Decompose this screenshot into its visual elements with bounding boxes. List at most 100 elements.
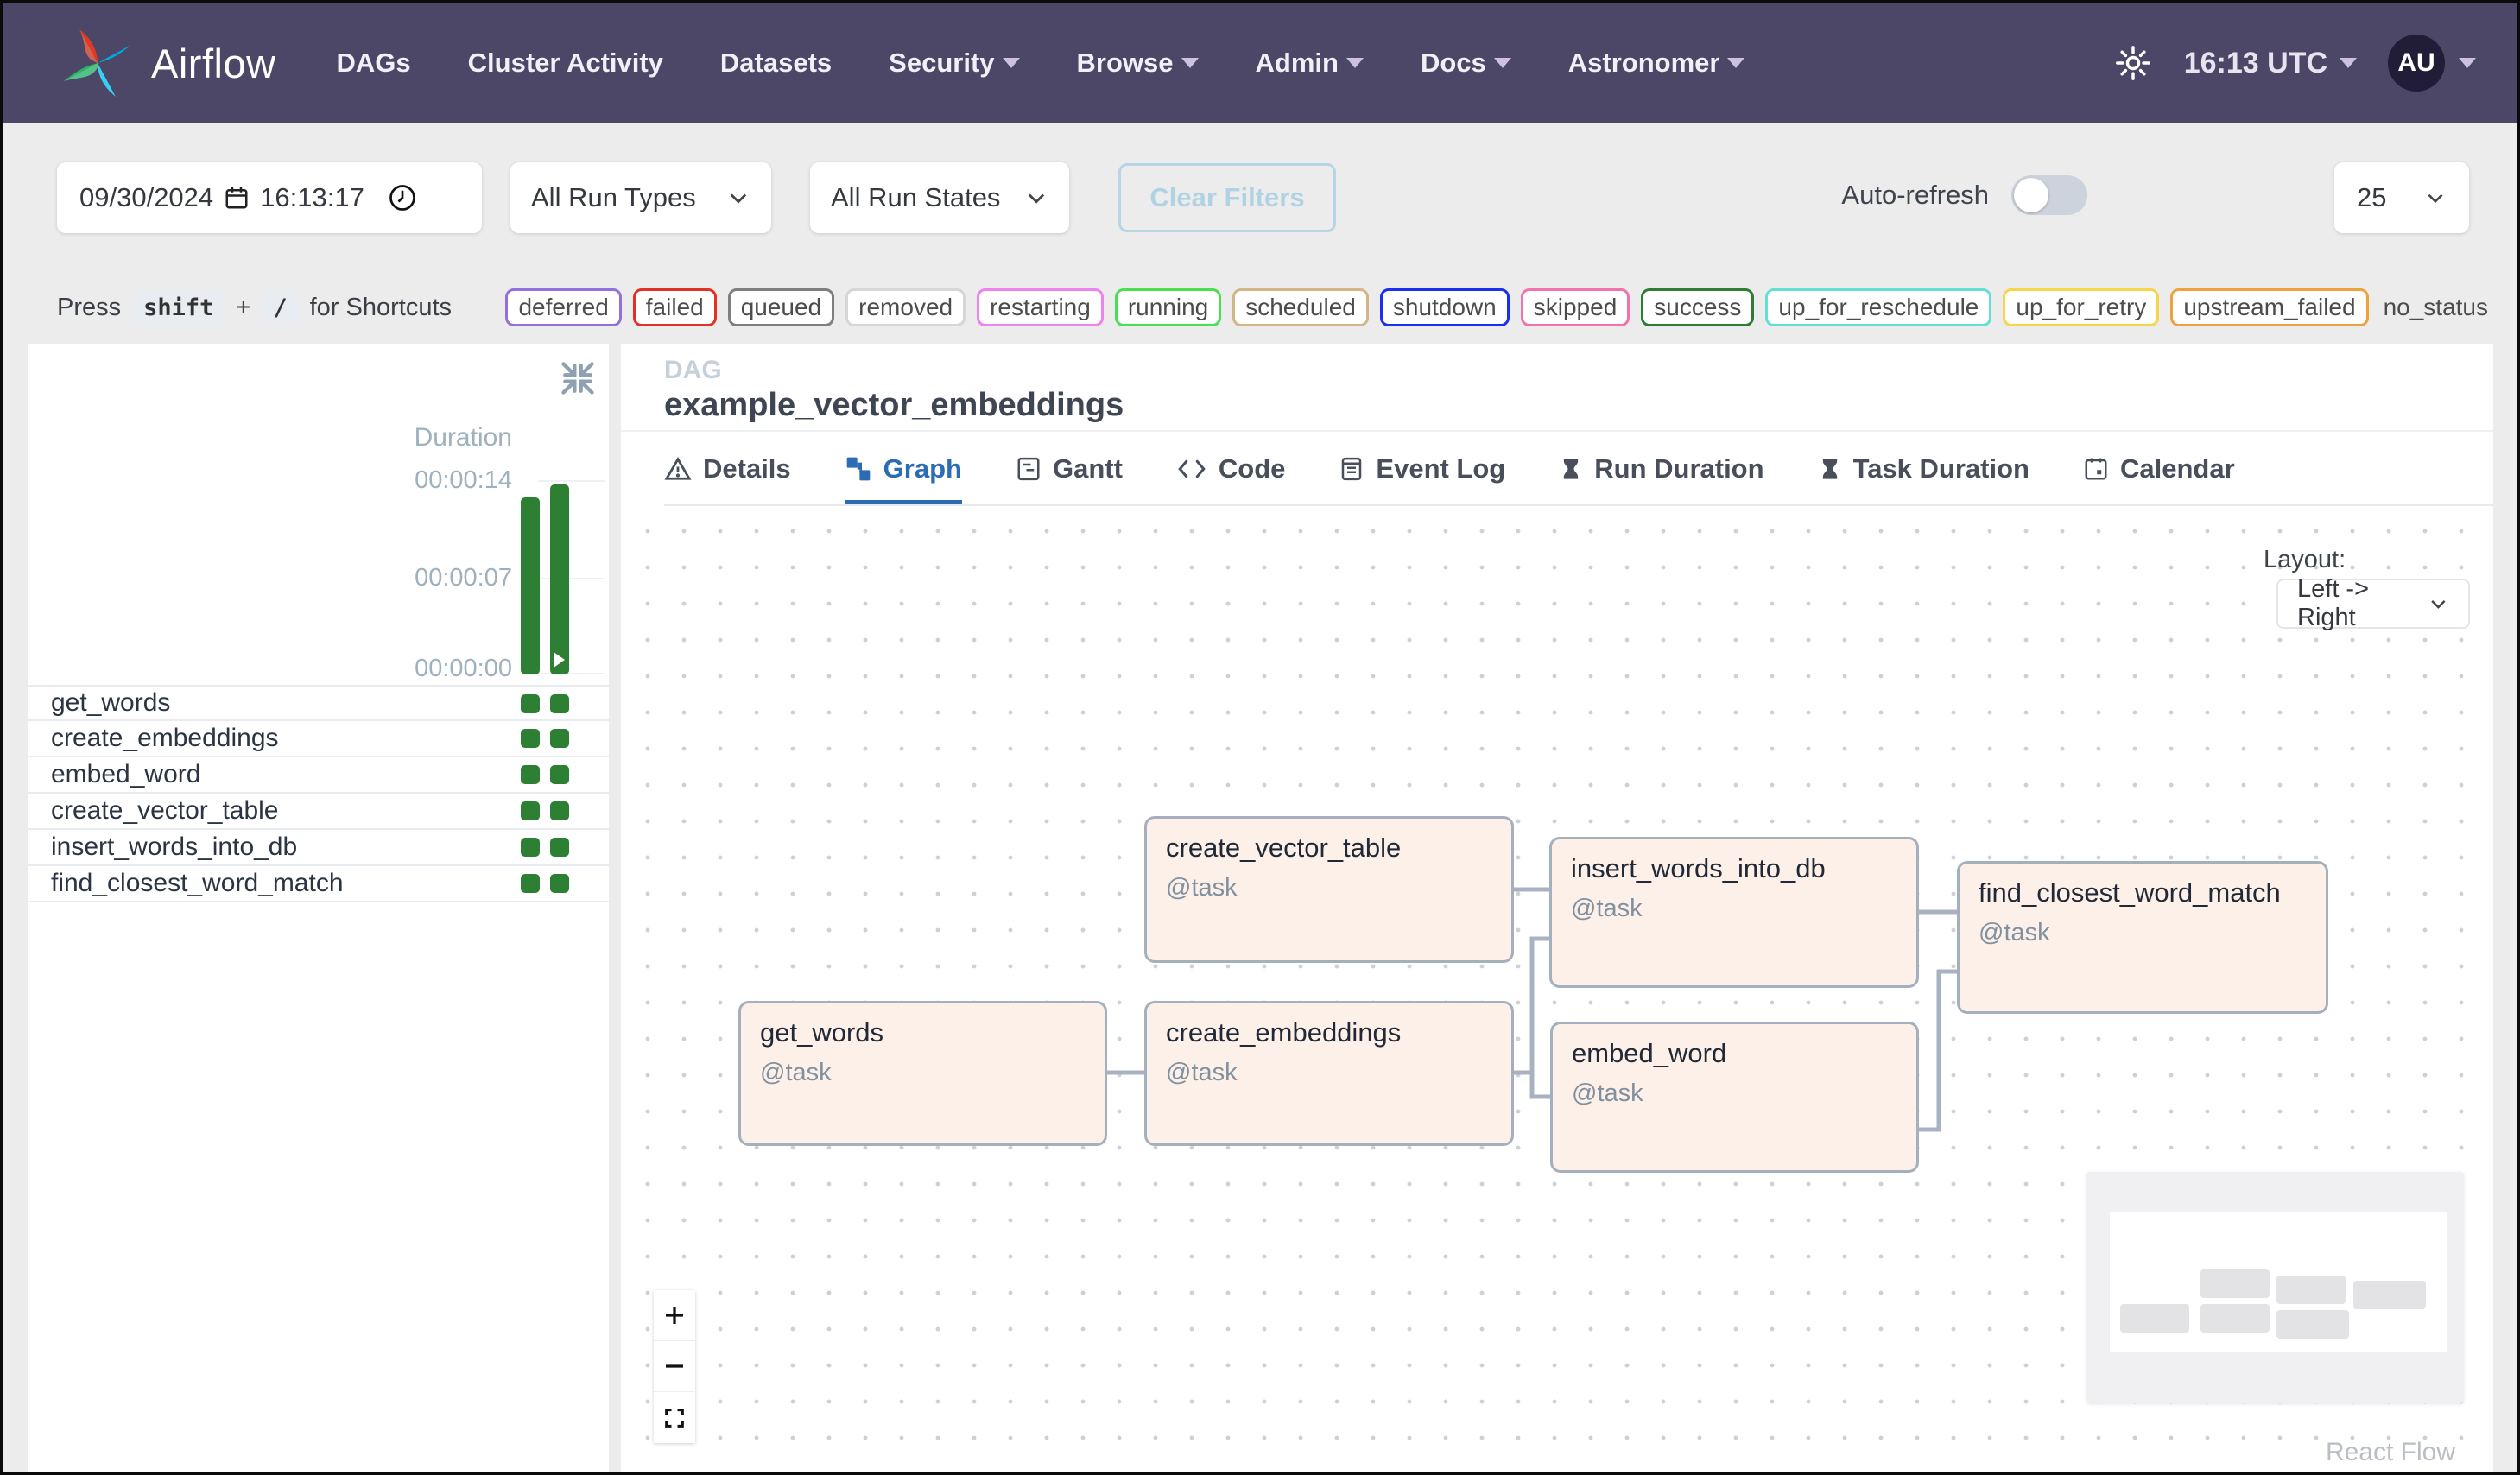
status-badge[interactable]: queued — [727, 288, 835, 326]
chevron-down-icon — [1345, 58, 1364, 68]
layout-select[interactable]: Left -> Right — [2276, 575, 2470, 631]
status-badge[interactable]: success — [1641, 288, 1755, 326]
brand[interactable]: Airflow — [56, 22, 276, 104]
tab-gantt[interactable]: Gantt — [1016, 437, 1123, 504]
dag-run-bar[interactable] — [550, 484, 569, 674]
calendar-icon — [225, 187, 248, 209]
gridline — [538, 673, 605, 674]
status-badge[interactable]: deferred — [505, 288, 622, 326]
tab-code[interactable]: Code — [1176, 437, 1285, 504]
status-badge[interactable]: upstream_failed — [2170, 288, 2369, 326]
dag-run-bar[interactable] — [521, 497, 540, 674]
nav-item-docs[interactable]: Docs — [1421, 47, 1511, 79]
base-date-input[interactable]: 09/30/2024 16:13:17 — [57, 162, 482, 233]
task-row[interactable]: insert_words_into_db — [28, 830, 609, 866]
task-instance-success[interactable] — [550, 694, 569, 713]
react-flow-attribution[interactable]: React Flow — [2325, 1438, 2455, 1466]
task-instance-success[interactable] — [550, 874, 569, 893]
graph-canvas[interactable]: Layout: Left -> Right create_vector_tabl… — [621, 508, 2493, 1472]
task-row[interactable]: find_closest_word_match — [28, 866, 609, 902]
date-value[interactable]: 09/30/2024 — [79, 182, 214, 212]
status-badge[interactable]: up_for_reschedule — [1765, 288, 1992, 326]
tab-details[interactable]: Details — [664, 437, 791, 504]
node-title: insert_words_into_db — [1571, 853, 1826, 883]
tab-event-log[interactable]: Event Log — [1339, 437, 1505, 504]
status-badge[interactable]: scheduled — [1232, 288, 1369, 326]
dag-node[interactable]: embed_word @task — [1550, 1022, 1919, 1173]
duration-axis-title: Duration — [414, 423, 512, 452]
nav-item-astronomer[interactable]: Astronomer — [1568, 47, 1745, 79]
clock-dropdown[interactable]: 16:13 UTC — [2184, 47, 2357, 80]
status-badge[interactable]: restarting — [977, 288, 1104, 326]
task-name[interactable]: insert_words_into_db — [51, 832, 298, 861]
nav-item-cluster-activity[interactable]: Cluster Activity — [467, 47, 663, 78]
task-name[interactable]: create_embeddings — [51, 724, 279, 752]
task-row[interactable]: create_embeddings — [28, 721, 609, 757]
task-row[interactable]: get_words — [28, 685, 609, 721]
status-badge[interactable]: up_for_retry — [2003, 288, 2160, 326]
task-name[interactable]: get_words — [51, 688, 171, 717]
chevron-down-icon — [1493, 58, 1511, 68]
user-menu[interactable]: AU — [2388, 35, 2476, 92]
zoom-in-button[interactable] — [654, 1290, 695, 1341]
task-name[interactable]: find_closest_word_match — [51, 869, 344, 897]
status-legend: deferred failed queued removed restartin… — [505, 288, 2492, 326]
task-instance-success[interactable] — [550, 729, 569, 748]
nav-item-security[interactable]: Security — [889, 47, 1020, 79]
task-instance-success[interactable] — [521, 765, 540, 784]
minus-icon — [666, 1364, 683, 1368]
time-value[interactable]: 16:13:17 — [260, 182, 364, 212]
task-instance-success[interactable] — [521, 729, 540, 748]
dag-title: example_vector_embeddings — [664, 387, 1124, 423]
task-instance-success[interactable] — [550, 838, 569, 857]
fit-view-button[interactable] — [654, 1392, 695, 1443]
status-badge[interactable]: skipped — [1520, 288, 1630, 326]
nav-item-browse[interactable]: Browse — [1077, 47, 1199, 79]
task-name[interactable]: create_vector_table — [51, 796, 279, 825]
task-instance-success[interactable] — [521, 874, 540, 893]
tab-graph[interactable]: Graph — [844, 437, 962, 504]
task-row[interactable]: create_vector_table — [28, 794, 609, 830]
dag-node[interactable]: find_closest_word_match @task — [1957, 861, 2328, 1014]
status-badge[interactable]: running — [1114, 288, 1222, 326]
dag-node[interactable]: create_embeddings @task — [1144, 1001, 1514, 1146]
task-row[interactable]: embed_word — [28, 757, 609, 794]
tab-task-duration[interactable]: Task Duration — [1818, 437, 2029, 504]
clear-filters-button[interactable]: Clear Filters — [1118, 163, 1336, 232]
status-badge[interactable]: shutdown — [1379, 288, 1510, 326]
chevron-down-icon — [2459, 58, 2476, 68]
task-instance-success[interactable] — [521, 801, 540, 820]
nav-item-admin[interactable]: Admin — [1256, 47, 1364, 79]
nav-item-dags[interactable]: DAGs — [336, 47, 411, 78]
tab-run-duration[interactable]: Run Duration — [1559, 437, 1764, 504]
status-badge[interactable]: failed — [632, 288, 717, 326]
task-instance-success[interactable] — [521, 838, 540, 857]
dag-node[interactable]: get_words @task — [738, 1001, 1107, 1146]
gear-icon[interactable] — [2113, 43, 2153, 83]
avatar[interactable]: AU — [2388, 35, 2445, 92]
zoom-out-button[interactable] — [654, 1341, 695, 1392]
node-title: get_words — [760, 1017, 884, 1048]
node-title: embed_word — [1572, 1038, 1727, 1068]
gridline — [538, 578, 605, 579]
dag-node[interactable]: insert_words_into_db @task — [1549, 837, 1919, 988]
collapse-panel-icon[interactable] — [559, 359, 597, 397]
node-subtitle: @task — [1166, 874, 1238, 902]
dag-node[interactable]: create_vector_table @task — [1144, 816, 1514, 963]
tab-calendar[interactable]: Calendar — [2083, 437, 2235, 504]
status-badge[interactable]: removed — [845, 288, 966, 326]
run-types-select[interactable]: All Run Types — [510, 162, 771, 233]
nav-item-datasets[interactable]: Datasets — [719, 47, 833, 78]
task-instance-success[interactable] — [550, 801, 569, 820]
task-name[interactable]: embed_word — [51, 760, 201, 788]
task-instance-success[interactable] — [521, 694, 540, 713]
minimap[interactable] — [2086, 1172, 2464, 1403]
auto-refresh-toggle[interactable] — [2011, 175, 2087, 215]
run-states-select[interactable]: All Run States — [810, 162, 1069, 233]
top-nav: Airflow DAGs Cluster Activity Datasets S… — [3, 3, 2517, 123]
task-instance-success[interactable] — [550, 765, 569, 784]
event-log-icon — [1342, 457, 1362, 480]
toggle-knob — [2014, 178, 2048, 212]
page-size-select[interactable]: 25 — [2334, 162, 2469, 233]
